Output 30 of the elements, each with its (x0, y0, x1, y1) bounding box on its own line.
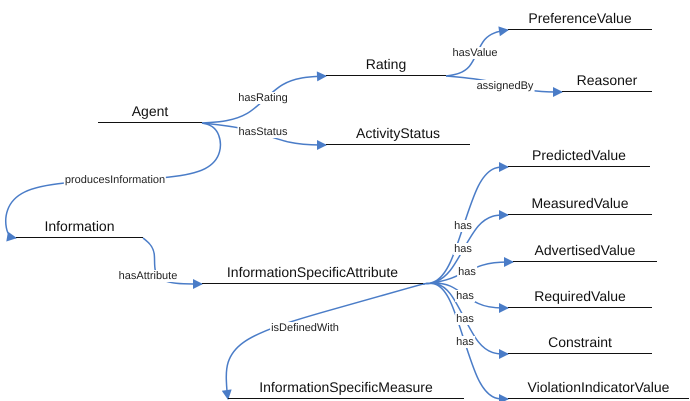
edge-label: has (453, 243, 473, 255)
node-label: Agent (130, 103, 170, 119)
edge-label: has (453, 220, 473, 232)
node-label: PredictedValue (531, 147, 627, 163)
node-label: ViolationIndicatorValue (526, 379, 670, 395)
edge-label: isDefinedWith (270, 322, 340, 334)
node-label: Constraint (547, 334, 613, 350)
node-label: AdvertisedValue (534, 242, 636, 258)
edge-label: has (457, 266, 477, 278)
edge-label: hasRating (237, 92, 289, 104)
edge-label: assignedBy (476, 80, 534, 92)
node-label: RequiredValue (533, 288, 627, 304)
edge-label: hasValue (451, 47, 499, 59)
node-label: InformationSpecificAttribute (226, 264, 400, 280)
node-label: Reasoner (576, 72, 638, 88)
node-label: InformationSpecificMeasure (258, 379, 434, 395)
node-label: PreferenceValue (527, 10, 633, 26)
edge-label: has (455, 336, 475, 348)
edge-label: has (455, 290, 475, 302)
node-label: Rating (364, 56, 408, 72)
edge-label: hasAttribute (118, 270, 178, 282)
edge-label: producesInformation (64, 174, 166, 186)
arrow (422, 282, 509, 401)
edge-label: has (455, 313, 475, 325)
arrow (222, 283, 424, 400)
node-label: MeasuredValue (530, 195, 630, 211)
node-label: Information (43, 218, 116, 234)
edge-label: hasStatus (238, 126, 288, 138)
node-label: ActivityStatus (354, 125, 442, 141)
arrow (202, 71, 327, 124)
